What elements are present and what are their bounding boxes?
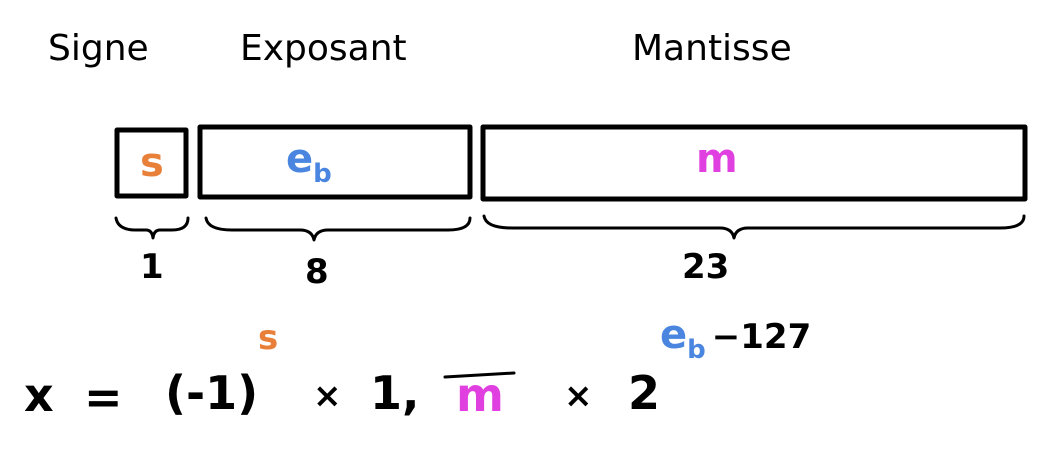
formula-base-two: 2 xyxy=(628,366,661,420)
sign-brace xyxy=(114,216,190,240)
header-sign: Signe xyxy=(48,28,149,69)
sign-bit-count: 1 xyxy=(140,247,164,287)
formula-one-comma: 1, xyxy=(370,366,420,420)
header-exponent: Exposant xyxy=(240,28,407,69)
formula-equals: = xyxy=(84,370,123,424)
mantissa-brace xyxy=(482,214,1026,240)
sign-field-label: s xyxy=(140,140,164,186)
exponent-box xyxy=(197,124,473,200)
formula-times-1: × xyxy=(313,376,342,416)
mantissa-box xyxy=(480,124,1028,202)
mantissa-field-label: m xyxy=(696,136,738,182)
exponent-brace xyxy=(204,216,472,242)
formula-lhs: x xyxy=(24,368,54,422)
exponent-field-label: eb xyxy=(286,136,332,189)
sign-box xyxy=(114,127,189,199)
formula-times-2: × xyxy=(564,376,593,416)
mantissa-bit-count: 23 xyxy=(682,247,730,287)
exponent-bit-count: 8 xyxy=(305,252,329,292)
formula-mantissa: m xyxy=(456,368,504,422)
formula-exponent: eb−127 xyxy=(660,312,812,365)
formula-sign-exponent: s xyxy=(258,318,279,358)
formula-neg-one: (-1) xyxy=(165,366,259,420)
mantissa-overline xyxy=(443,371,516,379)
header-mantissa: Mantisse xyxy=(632,28,792,69)
